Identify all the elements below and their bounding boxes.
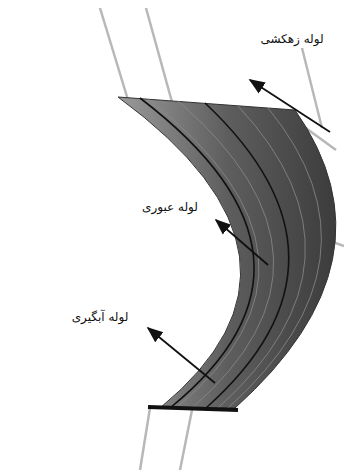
sheet-ribs bbox=[148, 99, 321, 408]
intake-pipe bbox=[148, 407, 238, 410]
curved-sheet bbox=[118, 97, 336, 408]
part-label: لوله آبگیری bbox=[70, 310, 131, 326]
part-label: لوله زهکشی bbox=[258, 32, 325, 48]
leader-arrows bbox=[148, 80, 330, 383]
sheet-pipes bbox=[140, 98, 289, 408]
part-label: لوله عبوری bbox=[140, 200, 200, 216]
pipe-stubs bbox=[100, 8, 344, 470]
